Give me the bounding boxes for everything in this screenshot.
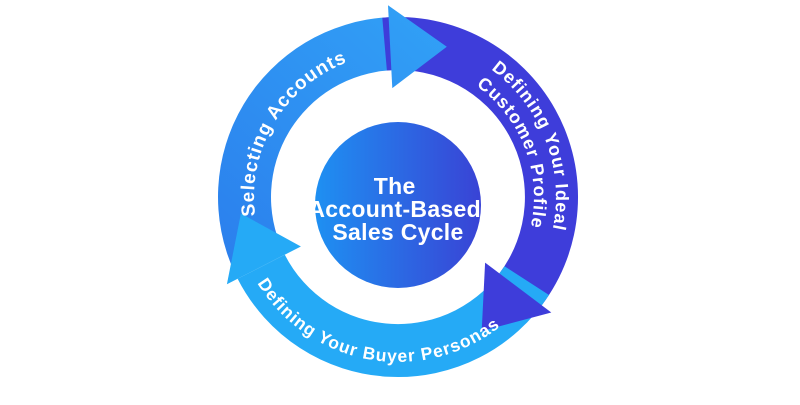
cycle-arrowheads	[226, 5, 552, 331]
segment-arrowhead-defining-your-ideal-customer-profile	[481, 262, 552, 331]
diagram-title-line1: The	[374, 173, 416, 199]
diagram-title: The Account-Based Sales Cycle	[308, 173, 487, 245]
segment-arrowhead-selecting-accounts	[388, 5, 447, 89]
cycle-segments	[218, 17, 579, 378]
segment-arrowhead-defining-your-buyer-personas	[226, 213, 301, 285]
segment-arc-selecting-accounts	[218, 17, 392, 274]
diagram-title-line2: Account-Based	[308, 196, 481, 222]
segment-arc-defining-your-buyer-personas	[237, 254, 549, 378]
center-circle	[315, 122, 481, 288]
diagram-title-line3: Sales Cycle	[332, 219, 463, 245]
segment-arc-defining-your-ideal-customer-profile	[382, 17, 579, 306]
